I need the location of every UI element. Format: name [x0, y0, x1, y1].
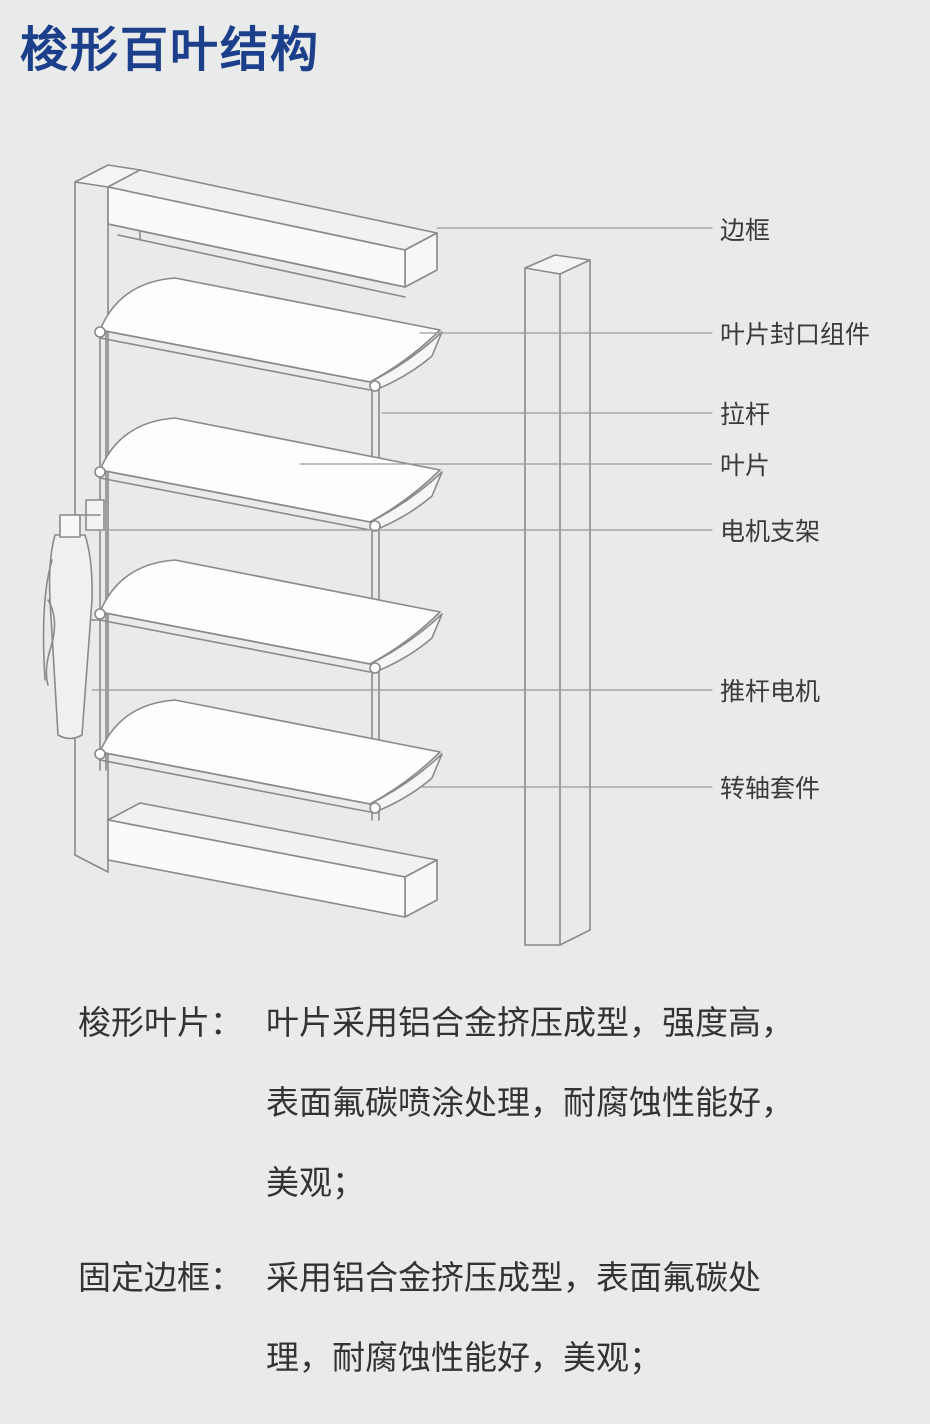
bottom-frame-beam	[107, 802, 438, 918]
callout-frame: 边框	[720, 216, 771, 245]
leader-lines	[91, 227, 713, 788]
blade-3	[94, 559, 443, 674]
description-fixed-frame: 固定边框： 采用铝合金挤压成型，表面氟碳处理，耐腐蚀性能好，美观；	[78, 1238, 796, 1398]
top-frame-beam	[107, 169, 438, 298]
description-text: 采用铝合金挤压成型，表面氟碳处理，耐腐蚀性能好，美观；	[266, 1258, 761, 1377]
page-title: 梭形百叶结构	[20, 22, 321, 78]
description-term: 梭形叶片：	[78, 1003, 243, 1042]
blade-4	[94, 699, 443, 814]
right-frame-post	[524, 254, 591, 946]
louver-structure-diagram	[42, 164, 713, 946]
blade-1	[94, 277, 443, 392]
callout-pull-rod: 拉杆	[720, 400, 771, 429]
description-blade: 梭形叶片： 叶片采用铝合金挤压成型，强度高，表面氟碳喷涂处理，耐腐蚀性能好，美观…	[78, 983, 796, 1223]
push-rod-motor	[42, 514, 101, 740]
description-term: 固定边框：	[78, 1258, 243, 1297]
description-text: 叶片采用铝合金挤压成型，强度高，表面氟碳喷涂处理，耐腐蚀性能好，美观；	[266, 1003, 794, 1202]
callout-rotation-shaft-kit: 转轴套件	[720, 774, 821, 803]
callout-blade-end-cap: 叶片封口组件	[720, 320, 871, 349]
blade-2	[94, 417, 443, 532]
callout-push-rod-motor: 推杆电机	[720, 677, 821, 706]
callout-motor-bracket: 电机支架	[720, 517, 821, 546]
callout-blade: 叶片	[720, 451, 771, 480]
